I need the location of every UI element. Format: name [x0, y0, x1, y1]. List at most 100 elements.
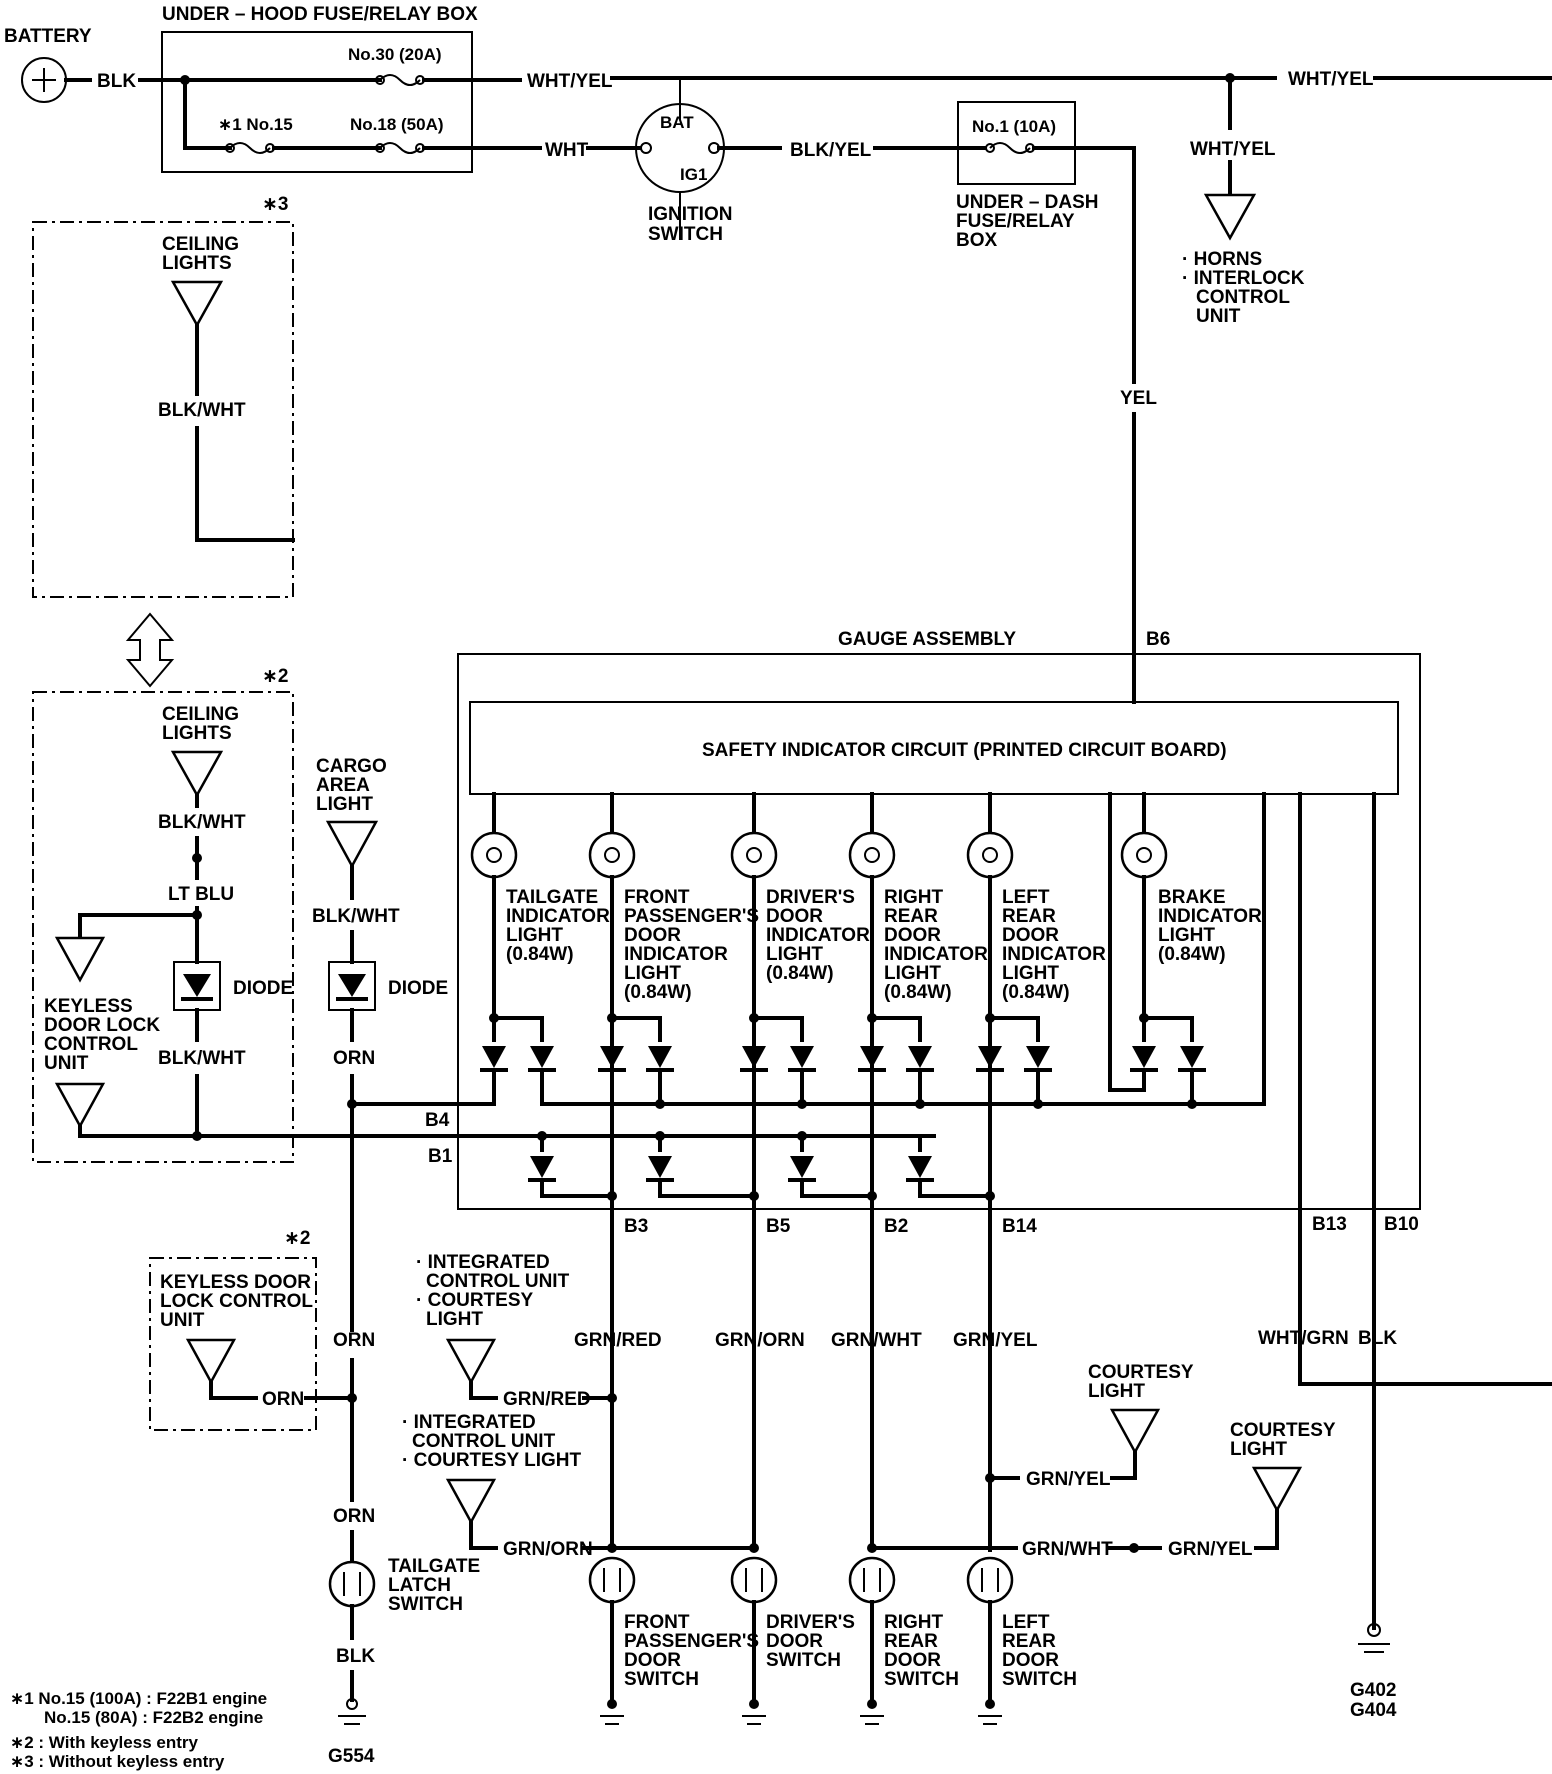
driver-bulb-icon — [730, 831, 778, 879]
keyless-unit-bottom-connector-icon — [185, 1338, 237, 1385]
indicator-front-passenger: FRONT PASSENGER'S DOOR INDICATOR LIGHT (… — [588, 792, 759, 1042]
connector-b10-label: B10 — [1384, 1214, 1419, 1235]
safety-circuit-label: SAFETY INDICATOR CIRCUIT (PRINTED CIRCUI… — [702, 740, 1227, 761]
connector-b3-label: B3 — [624, 1216, 648, 1237]
brake-bulb-icon — [1120, 831, 1168, 879]
icu2-label-2: CONTROL UNIT — [412, 1431, 556, 1452]
footnotes: ∗1 No.15 (100A) : F22B1 engine No.15 (80… — [10, 1689, 267, 1771]
note3-marker: ∗3 — [262, 194, 289, 215]
keyless-unit-connector-2-icon — [54, 1082, 106, 1129]
wire-label-blk-wht-4: BLK/WHT — [312, 906, 400, 927]
driver-switch-icon — [730, 1556, 778, 1604]
brake-indicator-label-3: LIGHT — [1158, 925, 1215, 946]
left-rear-switch-label-4: SWITCH — [1002, 1669, 1077, 1690]
wire-label-grn-orn-2: GRN/ORN — [503, 1539, 593, 1560]
fuse-30-label: No.30 (20A) — [348, 45, 442, 64]
footnote-2: ∗2 : With keyless entry — [10, 1733, 198, 1752]
right-rear-switch-icon — [848, 1556, 896, 1604]
keyless-label-4: UNIT — [44, 1053, 89, 1074]
gauge-assembly-label: GAUGE ASSEMBLY — [838, 629, 1016, 650]
wire-label-orn-1: ORN — [333, 1048, 375, 1069]
footnote-1b: No.15 (80A) : F22B2 engine — [44, 1708, 263, 1727]
icu1-label-4: LIGHT — [426, 1309, 483, 1330]
horns-connector-icon — [1203, 193, 1257, 241]
right-rear-switch-label-3: DOOR — [884, 1650, 941, 1671]
courtesy2-label-2: LIGHT — [1230, 1439, 1287, 1460]
wire-label-grn-wht-1: GRN/WHT — [831, 1330, 922, 1351]
wire-label-blk-2: BLK — [336, 1646, 375, 1667]
wire-label-wht-yel-3: WHT/YEL — [1190, 139, 1276, 160]
tailgate-indicator-label-2: INDICATOR — [506, 906, 610, 927]
icu2-label-1: · INTEGRATED — [402, 1412, 536, 1433]
tailgate-latch-switch-icon — [328, 1560, 376, 1608]
courtesy1-label-2: LIGHT — [1088, 1381, 1145, 1402]
right-rear-indicator-label-1: RIGHT — [884, 887, 944, 908]
tailgate-latch-label-2: LATCH — [388, 1575, 451, 1596]
wire-label-grn-red-2: GRN/RED — [503, 1389, 591, 1410]
wire-label-grn-orn-1: GRN/ORN — [715, 1330, 805, 1351]
driver-indicator-label-1: DRIVER'S — [766, 887, 855, 908]
ceiling-lights-label-1: CEILING — [162, 234, 239, 255]
left-rear-indicator-label-4: INDICATOR — [1002, 944, 1106, 965]
left-rear-bulb-icon — [966, 831, 1014, 879]
wire-label-grn-yel-1: GRN/YEL — [953, 1330, 1038, 1351]
note2b-marker: ∗2 — [284, 1228, 311, 1249]
right-rear-bulb-icon — [848, 831, 896, 879]
keyless-box-label-3: UNIT — [160, 1310, 205, 1331]
icu2-label-3: · COURTESY LIGHT — [402, 1450, 581, 1471]
door-switches: FRONT PASSENGER'S DOOR SWITCH DRIVER'S D… — [588, 1556, 1077, 1725]
left-rear-indicator-label-2: REAR — [1002, 906, 1056, 927]
connector-b6-label: B6 — [1146, 629, 1170, 650]
ceiling-lights2-connector-icon — [170, 750, 224, 798]
footnote-1a: ∗1 No.15 (100A) : F22B1 engine — [10, 1689, 267, 1708]
front-passenger-switch-label-3: DOOR — [624, 1650, 681, 1671]
right-rear-indicator-label-4: INDICATOR — [884, 944, 988, 965]
ignition-ig1-label: IG1 — [680, 165, 707, 184]
driver-indicator-label-5: (0.84W) — [766, 963, 834, 984]
courtesy1-connector-icon — [1109, 1408, 1161, 1455]
ignition-label-2: SWITCH — [648, 224, 723, 245]
wire-label-blk-wht-2: BLK/WHT — [158, 812, 246, 833]
driver-door-switch: DRIVER'S DOOR SWITCH — [730, 1556, 855, 1725]
tailgate-indicator-label-3: LIGHT — [506, 925, 563, 946]
brake-indicator-label-1: BRAKE — [1158, 887, 1226, 908]
safety-indicator-circuit — [469, 701, 1399, 795]
wire-label-blk: BLK — [97, 71, 136, 92]
icu1-connector-icon — [445, 1338, 497, 1385]
right-rear-switch-label-4: SWITCH — [884, 1669, 959, 1690]
front-passenger-switch-label-4: SWITCH — [624, 1669, 699, 1690]
right-rear-indicator-label-3: DOOR — [884, 925, 941, 946]
brake-indicator-label-4: (0.84W) — [1158, 944, 1226, 965]
indicator-lights: TAILGATE INDICATOR LIGHT (0.84W) FRONT P… — [470, 792, 1262, 1092]
ceiling-lights2-label-2: LIGHTS — [162, 723, 232, 744]
indicator-driver: DRIVER'S DOOR INDICATOR LIGHT (0.84W) — [730, 792, 870, 1042]
right-rear-switch-label-1: RIGHT — [884, 1612, 944, 1633]
front-passenger-indicator-label-4: INDICATOR — [624, 944, 728, 965]
keyless-unit-connector-icon — [54, 936, 106, 983]
connector-b5-label: B5 — [766, 1216, 791, 1237]
wire-label-blk-wht-1: BLK/WHT — [158, 400, 246, 421]
wire-label-lt-blu: LT BLU — [168, 884, 234, 905]
under-dash-label-1: UNDER – DASH — [956, 192, 1099, 213]
battery-section: BATTERY BLK — [4, 26, 187, 103]
fuse-1-icon — [989, 142, 1031, 154]
fuse-15-icon — [229, 142, 271, 154]
keyless-door-lock-unit: ∗2 KEYLESS DOOR LOCK CONTROL UNIT ORN — [149, 1228, 357, 1431]
wire-label-blk-yel: BLK/YEL — [790, 140, 872, 161]
wire-label-grn-red-1: GRN/RED — [574, 1330, 662, 1351]
tailgate-indicator-label-4: (0.84W) — [506, 944, 574, 965]
fuse-18-icon — [379, 142, 421, 154]
front-passenger-indicator-label-3: DOOR — [624, 925, 681, 946]
icu2-connector-icon — [445, 1478, 497, 1525]
ceiling-lights-label-2: LIGHTS — [162, 253, 232, 274]
horns-label-1: · HORNS — [1182, 249, 1262, 270]
wire-label-grn-wht-2: GRN/WHT — [1022, 1539, 1113, 1560]
front-passenger-door-switch: FRONT PASSENGER'S DOOR SWITCH — [588, 1556, 759, 1725]
driver-switch-label-1: DRIVER'S — [766, 1612, 855, 1633]
brake-indicator-label-2: INDICATOR — [1158, 906, 1262, 927]
left-rear-switch-label-1: LEFT — [1002, 1612, 1050, 1633]
courtesy-light-1: COURTESY LIGHT GRN/YEL — [985, 1362, 1194, 1490]
front-passenger-indicator-label-1: FRONT — [624, 887, 690, 908]
icu1-label-3: · COURTESY — [416, 1290, 534, 1311]
